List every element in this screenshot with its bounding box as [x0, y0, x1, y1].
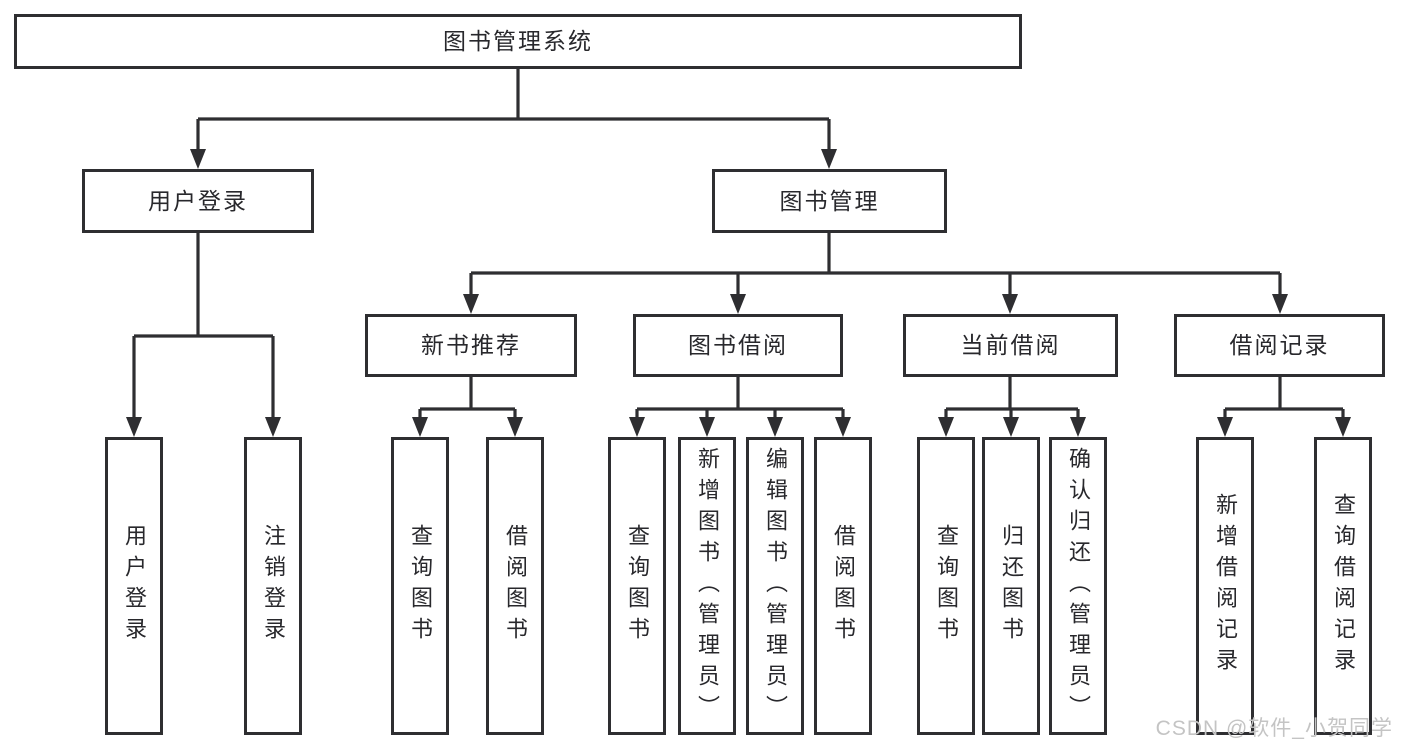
- leaf-borrow-books-recommend: 借阅图书: [486, 437, 544, 735]
- node-new-book-recommend: 新书推荐: [365, 314, 577, 377]
- leaf-query-borrow-record: 查询借阅记录: [1314, 437, 1372, 735]
- leaf-add-borrow-record: 新增借阅记录: [1196, 437, 1254, 735]
- node-book-borrow: 图书借阅: [633, 314, 843, 377]
- leaf-query-books-borrow: 查询图书: [608, 437, 666, 735]
- leaf-query-books-recommend: 查询图书: [391, 437, 449, 735]
- leaf-logout: 注销登录: [244, 437, 302, 735]
- leaf-borrow-books: 借阅图书: [814, 437, 872, 735]
- leaf-edit-books-admin: 编辑图书（管理员）: [746, 437, 804, 735]
- leaf-query-books-current: 查询图书: [917, 437, 975, 735]
- csdn-watermark: CSDN @软件_小贺同学: [1155, 717, 1393, 740]
- node-root-system: 图书管理系统: [14, 14, 1022, 69]
- node-book-management: 图书管理: [712, 169, 947, 233]
- node-current-borrow: 当前借阅: [903, 314, 1118, 377]
- node-user-login: 用户登录: [82, 169, 314, 233]
- leaf-add-books-admin: 新增图书（管理员）: [678, 437, 736, 735]
- leaf-return-books: 归还图书: [982, 437, 1040, 735]
- leaf-user-login: 用户登录: [105, 437, 163, 735]
- node-borrow-records: 借阅记录: [1174, 314, 1385, 377]
- leaf-confirm-return-admin: 确认归还（管理员）: [1049, 437, 1107, 735]
